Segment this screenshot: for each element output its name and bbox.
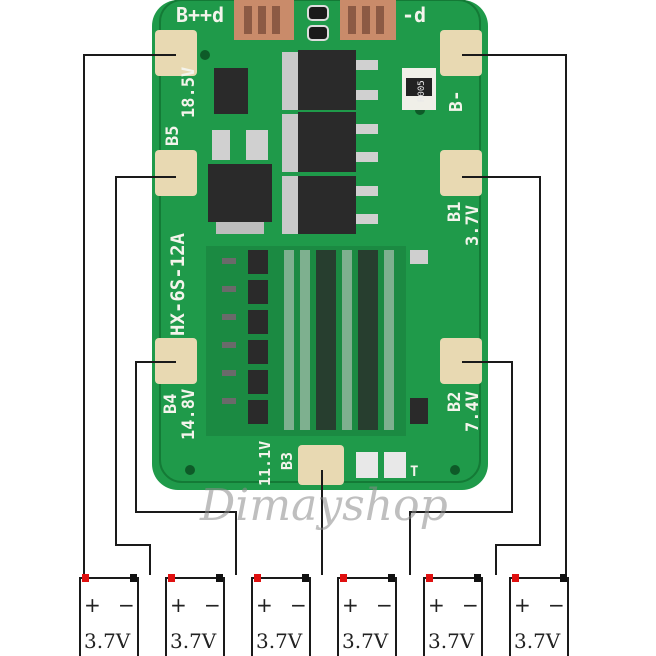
battery-minus-terminal <box>474 574 481 582</box>
battery-body <box>337 577 397 656</box>
label-model: HX-6S-12A <box>167 232 189 336</box>
pad-b1 <box>440 150 482 196</box>
battery-cell: +− 3.7V <box>165 574 225 656</box>
label-b-plus: B+ <box>176 3 200 27</box>
wire-b4 <box>135 361 237 575</box>
pad-b2 <box>440 338 482 384</box>
battery-body <box>423 577 483 656</box>
battery-plus-terminal <box>426 574 433 582</box>
pad-b5 <box>155 150 197 196</box>
label-b1-name: B1 <box>445 202 465 222</box>
battery-plus-terminal <box>82 574 89 582</box>
battery-minus-sign: − <box>376 593 393 617</box>
label-b5-volt: 18.5V <box>179 67 199 118</box>
battery-plus-sign: + <box>342 593 359 617</box>
battery-voltage-label: 3.7V <box>170 629 217 653</box>
battery-minus-sign: − <box>204 593 221 617</box>
battery-voltage-label: 3.7V <box>514 629 561 653</box>
battery-plus-sign: + <box>170 593 187 617</box>
battery-plus-sign: + <box>428 593 445 617</box>
battery-plus-terminal <box>254 574 261 582</box>
pad-b3 <box>298 445 344 485</box>
battery-minus-terminal <box>216 574 223 582</box>
wire-b-minus <box>462 54 567 575</box>
battery-cells: +−3.7V+−3.7V+−3.7V+−3.7V+−3.7V+−3.7V <box>79 574 569 656</box>
wire-b1 <box>462 176 541 575</box>
battery-body <box>165 577 225 656</box>
mosfet-group <box>282 50 378 234</box>
battery-plus-terminal <box>168 574 175 582</box>
battery-plus-terminal <box>512 574 519 582</box>
pcb-board: B+ +d -d B- B5 18.5V B1 3.7V HX-6S-12A B… <box>152 0 488 490</box>
label-b3-name: B3 <box>278 452 296 470</box>
label-b2-volt: 7.4V <box>463 391 483 432</box>
battery-cell: +− 3.7V <box>337 574 397 656</box>
label-b1-volt: 3.7V <box>463 205 483 246</box>
battery-voltage-label: 3.7V <box>84 629 131 653</box>
watermark-text: Dimayshop <box>199 480 448 531</box>
pad-b-plus <box>155 30 197 76</box>
battery-cell: +− 3.7V <box>79 574 139 656</box>
battery-plus-terminal <box>340 574 347 582</box>
battery-voltage-label: 3.7V <box>342 629 389 653</box>
wire-b5 <box>115 176 176 575</box>
battery-voltage-label: 3.7V <box>256 629 303 653</box>
battery-minus-sign: − <box>462 593 479 617</box>
top-connector-right <box>340 0 396 40</box>
battery-minus-sign: − <box>548 593 565 617</box>
battery-minus-terminal <box>388 574 395 582</box>
battery-minus-terminal <box>560 574 567 582</box>
battery-cell: +− 3.7V <box>423 574 483 656</box>
battery-minus-terminal <box>302 574 309 582</box>
label-b-minus: B- <box>446 90 467 112</box>
battery-body <box>251 577 311 656</box>
label-b3-volt: 11.1V <box>256 441 274 486</box>
battery-minus-sign: − <box>290 593 307 617</box>
battery-plus-sign: + <box>84 593 101 617</box>
component-grid <box>206 246 428 478</box>
label-b4-name: B4 <box>161 394 181 414</box>
battery-cell: +− 3.7V <box>509 574 569 656</box>
battery-minus-terminal <box>130 574 137 582</box>
battery-voltage-label: 3.7V <box>428 629 475 653</box>
label-b4-volt: 14.8V <box>179 389 199 440</box>
top-connector-left <box>234 0 294 40</box>
battery-plus-sign: + <box>256 593 273 617</box>
label-b2-name: B2 <box>445 392 465 412</box>
battery-plus-sign: + <box>514 593 531 617</box>
battery-body <box>79 577 139 656</box>
pad-b-minus <box>440 30 482 76</box>
battery-minus-sign: − <box>118 593 135 617</box>
wire-b2 <box>409 361 513 575</box>
label-b5-name: B5 <box>163 126 183 146</box>
wires <box>83 54 567 575</box>
label-t: T <box>410 464 418 480</box>
label-minus-d: -d <box>402 3 426 27</box>
label-plus-d: +d <box>200 3 224 27</box>
battery-cell: +− 3.7V <box>251 574 311 656</box>
label-resistor: R005 <box>417 80 427 102</box>
wire-b-plus <box>83 54 176 575</box>
battery-body <box>509 577 569 656</box>
